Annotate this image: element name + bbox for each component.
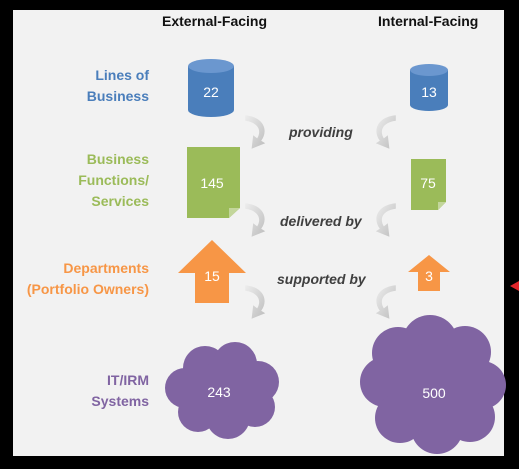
label-line: Services xyxy=(91,193,149,209)
value-lines-external: 22 xyxy=(203,84,219,100)
label-lines-of-business: Lines of Business xyxy=(87,65,149,107)
document-internal: 75 xyxy=(411,159,446,210)
curved-arrow-icon xyxy=(375,115,396,149)
header-external-facing: External-Facing xyxy=(162,13,268,29)
connector-supported-by: supported by xyxy=(277,271,366,287)
label-departments: Departments (Portfolio Owners) xyxy=(27,258,149,300)
label-line: Departments xyxy=(63,260,149,276)
connector-providing: providing xyxy=(289,124,353,140)
cloud-internal: 500 xyxy=(360,315,506,454)
value-systems-internal: 500 xyxy=(422,385,446,401)
value-systems-external: 243 xyxy=(207,384,231,400)
document-external: 145 xyxy=(187,147,240,218)
label-line: Lines of xyxy=(95,67,149,83)
connector-delivered-by: delivered by xyxy=(280,213,362,229)
label-line: Business xyxy=(86,151,149,167)
curved-arrow-icon xyxy=(245,203,266,237)
value-functions-external: 145 xyxy=(200,175,224,191)
value-lines-internal: 13 xyxy=(421,84,437,100)
label-it-irm-systems: IT/IRM Systems xyxy=(91,370,149,412)
curved-arrow-icon xyxy=(245,115,266,149)
header-internal-facing: Internal-Facing xyxy=(378,13,479,29)
label-line: (Portfolio Owners) xyxy=(26,281,149,297)
up-arrow-external: 15 xyxy=(178,240,246,303)
cylinder-internal: 13 xyxy=(410,64,448,111)
curved-arrow-icon xyxy=(375,285,396,319)
label-line: IT/IRM xyxy=(107,372,149,388)
cylinder-external: 22 xyxy=(188,59,234,117)
up-arrow-internal: 3 xyxy=(408,255,450,291)
label-line: Systems xyxy=(91,393,149,409)
curved-arrow-icon xyxy=(245,285,266,319)
cloud-external: 243 xyxy=(165,342,279,439)
label-line: Business xyxy=(86,88,149,104)
curved-arrow-icon xyxy=(375,203,396,237)
value-departments-internal: 3 xyxy=(425,268,433,284)
label-business-functions: Business Functions/ Services xyxy=(78,149,149,212)
value-functions-internal: 75 xyxy=(420,175,436,191)
label-line: Functions/ xyxy=(78,172,149,188)
value-departments-external: 15 xyxy=(204,268,220,284)
pointer-marker-icon xyxy=(510,281,519,291)
